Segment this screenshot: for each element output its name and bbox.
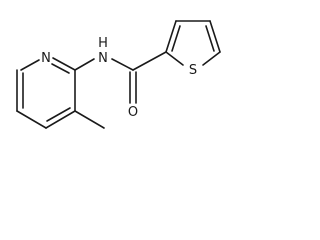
amide-nitrogen-label: N xyxy=(98,51,108,66)
bond-c3-c4 xyxy=(16,110,47,129)
bond-c4-c5-thio xyxy=(209,20,221,53)
pyridine-ring xyxy=(16,57,76,129)
bond-carbonyl-thiophene xyxy=(132,51,167,71)
thiophene-ring xyxy=(165,20,221,66)
bond-c4-c5 xyxy=(45,110,76,129)
bond-c2-c3-thio xyxy=(165,20,177,53)
bond-c6-nh xyxy=(74,58,95,71)
bond-c5-s xyxy=(202,51,221,66)
bond-c4-c5-inner xyxy=(46,107,71,122)
thiophene-sulfur-label: S xyxy=(189,63,197,78)
structure-canvas: N H N O S xyxy=(0,0,246,136)
pyridine-nitrogen-label: N xyxy=(41,51,51,66)
amide-hydrogen-label: H xyxy=(98,36,108,51)
bond-n1-c2 xyxy=(20,59,40,71)
bond-c6-n1 xyxy=(52,57,76,71)
bond-c6-n1-inner xyxy=(51,63,70,74)
chemical-structure: N H N O S xyxy=(16,20,221,129)
bond-c4-c5-thio-inner xyxy=(205,25,215,52)
bond-nh-carbonyl xyxy=(111,58,134,71)
methyl-bond xyxy=(74,110,105,129)
bond-c2-c3-thio-inner xyxy=(171,25,181,52)
carbonyl-oxygen-label: O xyxy=(128,105,138,120)
bond-s-c2 xyxy=(165,51,184,66)
